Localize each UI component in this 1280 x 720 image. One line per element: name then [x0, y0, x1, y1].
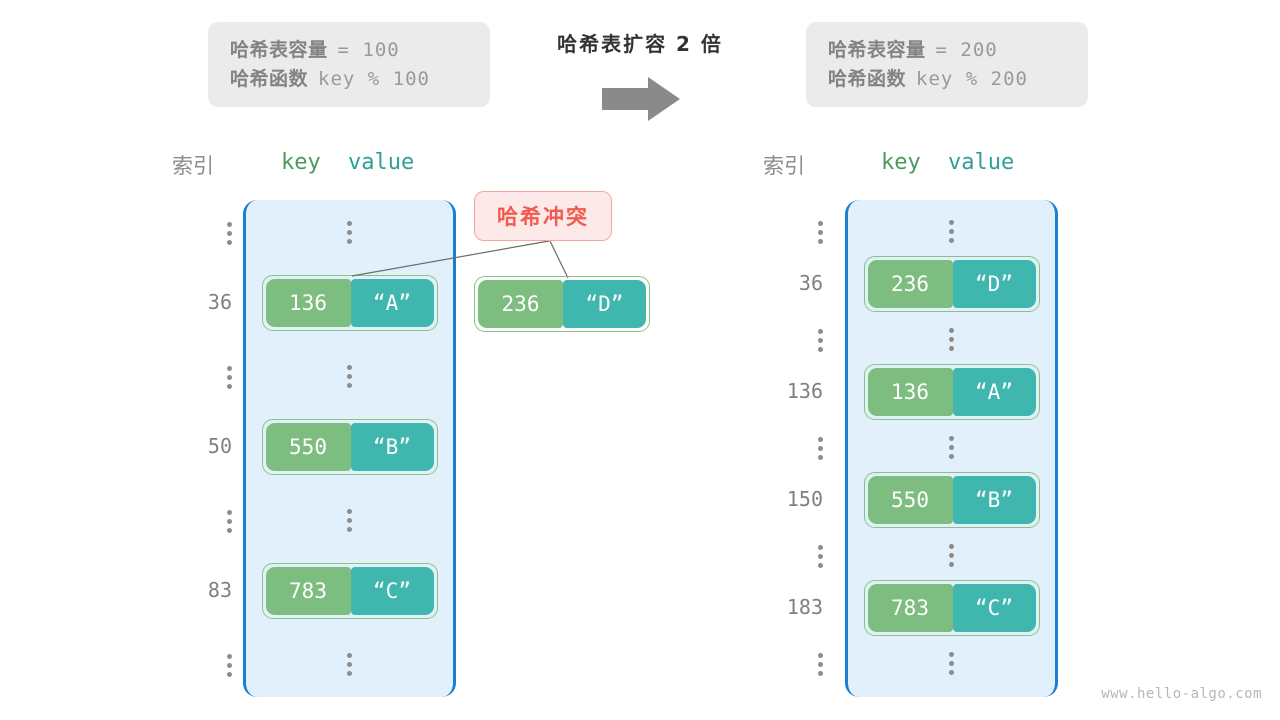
table-row: 136“A” — [845, 364, 1058, 420]
bucket-ellipsis — [845, 220, 1058, 243]
ellipsis-icon — [949, 328, 954, 351]
hash-function-label: 哈希函数 — [230, 67, 309, 90]
index-ellipsis — [757, 545, 823, 568]
resize-title: 哈希表扩容 2 倍 — [557, 32, 723, 56]
ellipsis-icon — [949, 544, 954, 567]
value-cell: “B” — [350, 423, 434, 471]
key-value-pair: 783“C” — [261, 563, 438, 619]
value-cell: “D” — [563, 280, 646, 328]
value-column-header: value — [348, 150, 415, 175]
value-column-header: value — [948, 150, 1015, 175]
collision-badge: 哈希冲突 — [474, 191, 612, 241]
capacity-line: 哈希表容量 = 100 — [230, 36, 468, 65]
watermark: www.hello-algo.com — [1101, 686, 1262, 702]
ellipsis-icon — [949, 652, 954, 675]
capacity-label: 哈希表容量 — [230, 39, 328, 61]
key-value-pair: 136“A” — [261, 275, 438, 331]
ellipsis-icon — [818, 653, 823, 676]
ellipsis-icon — [818, 437, 823, 460]
hash-function-line: 哈希函数 key % 100 — [230, 65, 468, 94]
index-label: 183 — [786, 595, 823, 619]
capacity-line: 哈希表容量 = 200 — [828, 36, 1066, 65]
bucket-ellipsis — [845, 328, 1058, 351]
index-ellipsis — [757, 329, 823, 352]
bucket-ellipsis — [243, 221, 456, 244]
index-ellipsis — [166, 510, 232, 533]
value-cell: “B” — [952, 476, 1036, 524]
key-cell: 236 — [867, 260, 953, 308]
ellipsis-icon — [818, 545, 823, 568]
table-row: 783“C” — [243, 563, 456, 619]
index-ellipsis — [166, 654, 232, 677]
hash-table-info-panel-before: 哈希表容量 = 100 哈希函数 key % 100 — [208, 22, 490, 107]
key-value-pair: 236“D” — [863, 256, 1040, 312]
capacity-value: = 100 — [337, 39, 400, 61]
key-cell: 236 — [478, 280, 563, 328]
hash-function-line: 哈希函数 key % 200 — [828, 65, 1066, 94]
ellipsis-icon — [227, 654, 232, 677]
ellipsis-icon — [347, 365, 352, 388]
key-cell: 550 — [867, 476, 953, 524]
key-cell: 550 — [265, 423, 351, 471]
key-value-pair: 136“A” — [863, 364, 1040, 420]
index-label: 150 — [786, 487, 823, 511]
key-value-pair: 783“C” — [863, 580, 1040, 636]
ellipsis-icon — [347, 221, 352, 244]
value-cell: “A” — [350, 279, 434, 327]
index-ellipsis — [166, 222, 232, 245]
index-label: 83 — [207, 578, 232, 602]
table-row: 550“B” — [243, 419, 456, 475]
bucket-ellipsis — [243, 509, 456, 532]
ellipsis-icon — [818, 329, 823, 352]
ellipsis-icon — [949, 220, 954, 243]
table-row: 783“C” — [845, 580, 1058, 636]
key-cell: 783 — [867, 584, 953, 632]
bucket-ellipsis — [845, 544, 1058, 567]
index-column-header: 索引 — [172, 154, 214, 178]
value-cell: “C” — [350, 567, 434, 615]
key-value-pair: 550“B” — [863, 472, 1040, 528]
ellipsis-icon — [347, 509, 352, 532]
key-value-pair: 236 “D” — [474, 276, 650, 332]
hash-table-info-panel-after: 哈希表容量 = 200 哈希函数 key % 200 — [806, 22, 1088, 107]
hash-function-value: key % 200 — [916, 67, 1028, 90]
ellipsis-icon — [227, 222, 232, 245]
ellipsis-icon — [949, 436, 954, 459]
table-row: 550“B” — [845, 472, 1058, 528]
table-row: 236“D” — [845, 256, 1058, 312]
index-ellipsis — [757, 437, 823, 460]
key-column-header: key — [881, 150, 921, 175]
index-ellipsis — [166, 366, 232, 389]
index-column-header: 索引 — [763, 154, 805, 178]
ellipsis-icon — [818, 221, 823, 244]
index-label: 50 — [207, 434, 232, 458]
hash-function-label: 哈希函数 — [828, 67, 907, 90]
index-label: 36 — [798, 271, 823, 295]
key-value-pair: 550“B” — [261, 419, 438, 475]
value-cell: “D” — [952, 260, 1036, 308]
capacity-value: = 200 — [935, 39, 998, 61]
hash-function-value: key % 100 — [318, 67, 430, 90]
key-column-header: key — [281, 150, 321, 175]
bucket-ellipsis — [243, 653, 456, 676]
bucket-ellipsis — [845, 652, 1058, 675]
collision-entry: 236 “D” — [474, 276, 650, 332]
table-row: 136“A” — [243, 275, 456, 331]
index-label: 136 — [786, 379, 823, 403]
right-arrow-icon — [602, 77, 680, 121]
bucket-ellipsis — [845, 436, 1058, 459]
bucket-ellipsis — [243, 365, 456, 388]
value-cell: “C” — [952, 584, 1036, 632]
ellipsis-icon — [347, 653, 352, 676]
index-label: 36 — [207, 290, 232, 314]
key-cell: 783 — [265, 567, 351, 615]
index-ellipsis — [757, 221, 823, 244]
key-cell: 136 — [265, 279, 351, 327]
index-ellipsis — [757, 653, 823, 676]
ellipsis-icon — [227, 366, 232, 389]
ellipsis-icon — [227, 510, 232, 533]
capacity-label: 哈希表容量 — [828, 39, 926, 61]
value-cell: “A” — [952, 368, 1036, 416]
key-cell: 136 — [867, 368, 953, 416]
